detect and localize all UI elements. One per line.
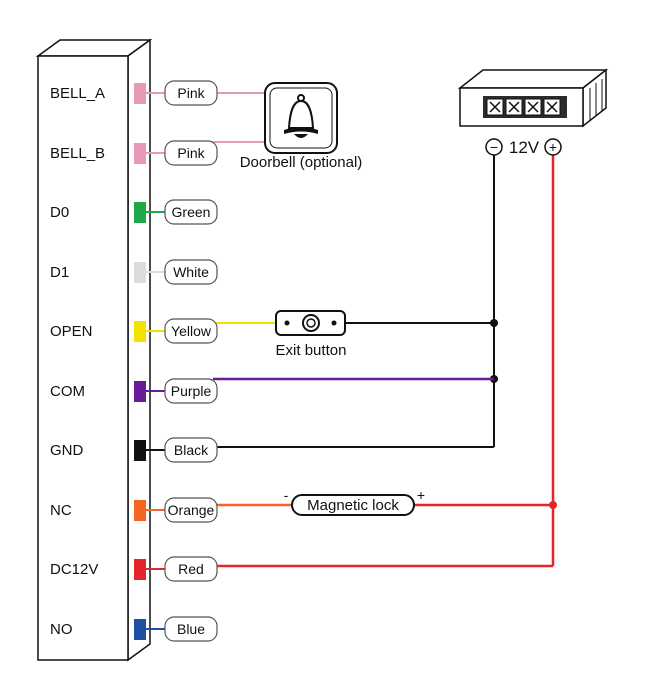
terminal-color-block bbox=[134, 143, 146, 164]
terminal-row-nc: NC Orange bbox=[50, 497, 218, 523]
terminal-row-gnd: GND Black bbox=[50, 437, 218, 463]
bell-icon bbox=[284, 94, 318, 138]
wire-color-tag bbox=[164, 378, 218, 404]
svg-text:+: + bbox=[549, 139, 557, 155]
terminal-row-no: NO Blue bbox=[50, 616, 218, 642]
terminal-label: COM bbox=[50, 383, 85, 400]
terminal-color-block bbox=[134, 321, 146, 342]
terminal-label: DC12V bbox=[50, 561, 98, 578]
terminal-color-block bbox=[134, 440, 146, 461]
wire-color-label: Blue bbox=[177, 621, 205, 637]
magnetic-lock: Magnetic lock - + bbox=[284, 487, 425, 516]
psu-plus-terminal bbox=[544, 138, 562, 156]
wire-color-tag bbox=[164, 199, 218, 225]
terminal-row-bell-a: BELL_A Pink bbox=[50, 80, 218, 106]
terminal-row-bell-b: BELL_B Pink bbox=[50, 140, 218, 166]
terminal-color-block bbox=[134, 381, 146, 402]
lock-plus-sign: + bbox=[417, 487, 425, 503]
terminal-row-d0: D0 Green bbox=[50, 199, 218, 225]
lock-minus-sign: - bbox=[284, 487, 289, 503]
exit-button-label: Exit button bbox=[276, 342, 347, 359]
terminal-label: BELL_A bbox=[50, 85, 105, 102]
terminal-color-block bbox=[134, 619, 146, 640]
terminal-color-block bbox=[134, 202, 146, 223]
wire-color-label: Pink bbox=[177, 145, 205, 161]
red-power-wire bbox=[213, 154, 557, 568]
wire-color-tag bbox=[164, 616, 218, 642]
wire-color-tag bbox=[164, 318, 218, 344]
doorbell-label: Doorbell (optional) bbox=[240, 154, 363, 171]
wire-color-label: Black bbox=[174, 442, 209, 458]
wire-color-label: Orange bbox=[168, 502, 215, 518]
terminal-label: OPEN bbox=[50, 323, 93, 340]
terminal-color-block bbox=[134, 262, 146, 283]
psu-terminal-screws bbox=[486, 98, 561, 116]
wire-color-label: Purple bbox=[171, 383, 212, 399]
black-ground-wire bbox=[213, 154, 498, 448]
black-junction-dot-open bbox=[490, 319, 498, 327]
wire-color-tag bbox=[164, 140, 218, 166]
magnetic-lock-label: Magnetic lock bbox=[307, 497, 399, 514]
doorbell: Doorbell (optional) bbox=[240, 82, 363, 171]
wire-color-label: Yellow bbox=[171, 323, 212, 339]
terminal-label: NO bbox=[50, 621, 73, 638]
terminal-label: NC bbox=[50, 502, 72, 519]
wire-color-tag bbox=[164, 80, 218, 106]
wire-color-label: Red bbox=[178, 561, 204, 577]
svg-text:−: − bbox=[490, 139, 498, 155]
terminal-row-d1: D1 White bbox=[50, 259, 218, 285]
wire-color-tag bbox=[164, 437, 218, 463]
terminal-label: GND bbox=[50, 442, 84, 459]
terminal-color-block bbox=[134, 83, 146, 104]
wire-color-tag bbox=[164, 556, 218, 582]
wire-color-label: Green bbox=[172, 204, 211, 220]
terminal-color-block bbox=[134, 500, 146, 521]
terminal-row-com: COM Purple bbox=[50, 378, 218, 404]
power-supply: − 12V + bbox=[457, 68, 609, 157]
terminal-row-dc12v: DC12V Red bbox=[50, 556, 218, 582]
wire-color-label: White bbox=[173, 264, 209, 280]
psu-voltage-label: 12V bbox=[509, 138, 540, 157]
exit-button: Exit button bbox=[275, 310, 347, 359]
terminal-row-open: OPEN Yellow bbox=[50, 318, 218, 344]
terminal-color-block bbox=[134, 559, 146, 580]
psu-minus-terminal bbox=[485, 138, 503, 156]
wire-color-label: Pink bbox=[177, 85, 205, 101]
wire-color-tag bbox=[164, 259, 218, 285]
terminal-label: D1 bbox=[50, 264, 69, 281]
wire-color-tag bbox=[164, 497, 218, 523]
terminal-label: BELL_B bbox=[50, 145, 105, 162]
terminal-label: D0 bbox=[50, 204, 69, 221]
